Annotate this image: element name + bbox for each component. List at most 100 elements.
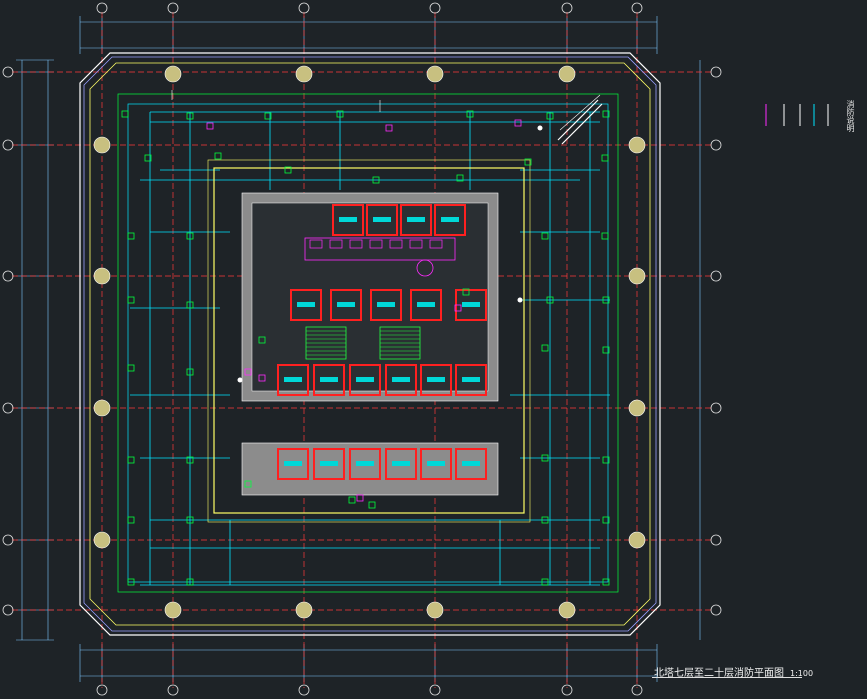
column-marker [628,399,646,417]
column-marker [93,399,111,417]
grid-bubble [2,66,14,78]
elevator-car [455,364,487,396]
elevator-door [373,217,391,222]
column-marker [93,267,111,285]
building-core [207,159,531,523]
elevator-door [417,302,435,307]
elevator-door [462,302,480,307]
column-marker [426,65,444,83]
smoke-detector [144,154,152,162]
smoke-detector [602,456,610,464]
smoke-detector [127,578,135,586]
wc-fixture [429,239,443,249]
grid-bubble [96,684,108,696]
smoke-detector [186,456,194,464]
elevator-car [290,289,322,321]
elevator-bank-d [313,448,345,480]
stair-flight [305,326,347,360]
smoke-detector [127,364,135,372]
elevator-car [366,204,398,236]
alarm-device [206,122,214,130]
elevator-door [407,217,425,222]
smoke-detector [186,232,194,240]
smoke-detector [456,174,464,182]
smoke-detector [466,110,474,118]
smoke-detector [372,176,380,184]
smoke-detector [127,232,135,240]
elevator-bank-d [349,448,381,480]
elevator-car [420,448,452,480]
diagonal-duct [561,103,603,145]
smoke-detector [127,516,135,524]
smoke-detector [546,112,554,120]
wc-fixture [329,239,343,249]
smoke-detector [127,296,135,304]
elevator-door [297,302,315,307]
core-outline [213,167,525,514]
washroom-outline [304,237,456,261]
elevator-bank-b [370,289,402,321]
smoke-detector [264,112,272,120]
grid-bubbles [2,2,722,696]
column-marker [628,136,646,154]
elevator-door [337,302,355,307]
smoke-detector [186,578,194,586]
smoke-detector [602,578,610,586]
grid-bubble [631,2,643,14]
wc-fixture [369,239,383,249]
elevator-door [441,217,459,222]
smoke-detector [336,110,344,118]
elevator-car [455,448,487,480]
elevator-door [462,461,480,466]
elevator-car [313,448,345,480]
grid-bubble [710,66,722,78]
wc-fixture [309,239,323,249]
lobby-circle [416,259,434,277]
elevator-door [356,377,374,382]
elevator-car [332,204,364,236]
smoke-detector [541,344,549,352]
smoke-detector [186,368,194,376]
smoke-detector [602,516,610,524]
elevator-door [320,461,338,466]
elevator-car [385,448,417,480]
column-marker [93,136,111,154]
elevator-bank-b [290,289,322,321]
elevator-door [320,377,338,382]
grid-bubble [710,270,722,282]
elevator-bank-a [434,204,466,236]
smoke-detector [121,110,129,118]
column-marker [628,267,646,285]
core-outer-line [207,159,531,523]
elevator-bank-c [385,364,417,396]
elevator-door [339,217,357,222]
perimeter-pipes [117,93,619,593]
elevator-car [330,289,362,321]
grid-bubble [561,2,573,14]
elevator-bank-c [455,364,487,396]
grid-bubble [2,139,14,151]
smoke-detector [541,454,549,462]
elevator-door [356,461,374,466]
elevator-door [392,377,410,382]
alarm-device [258,374,266,382]
column-marker [164,65,182,83]
grid-bubble [561,684,573,696]
drawing-title-text: 北塔七层至二十层消防平面图 [654,668,784,679]
column-marker [558,601,576,619]
grid-bubble [710,604,722,616]
elevator-bank-c [313,364,345,396]
elevator-car [349,364,381,396]
grid-bubble [167,2,179,14]
smoke-detector [368,501,376,509]
elevator-car [277,448,309,480]
title-underline [652,677,802,678]
smoke-detector [348,496,356,504]
smoke-detector [258,336,266,344]
elevator-car [277,364,309,396]
smoke-detector [541,516,549,524]
smoke-detector [186,301,194,309]
grid-bubble [298,684,310,696]
elevator-car [385,364,417,396]
